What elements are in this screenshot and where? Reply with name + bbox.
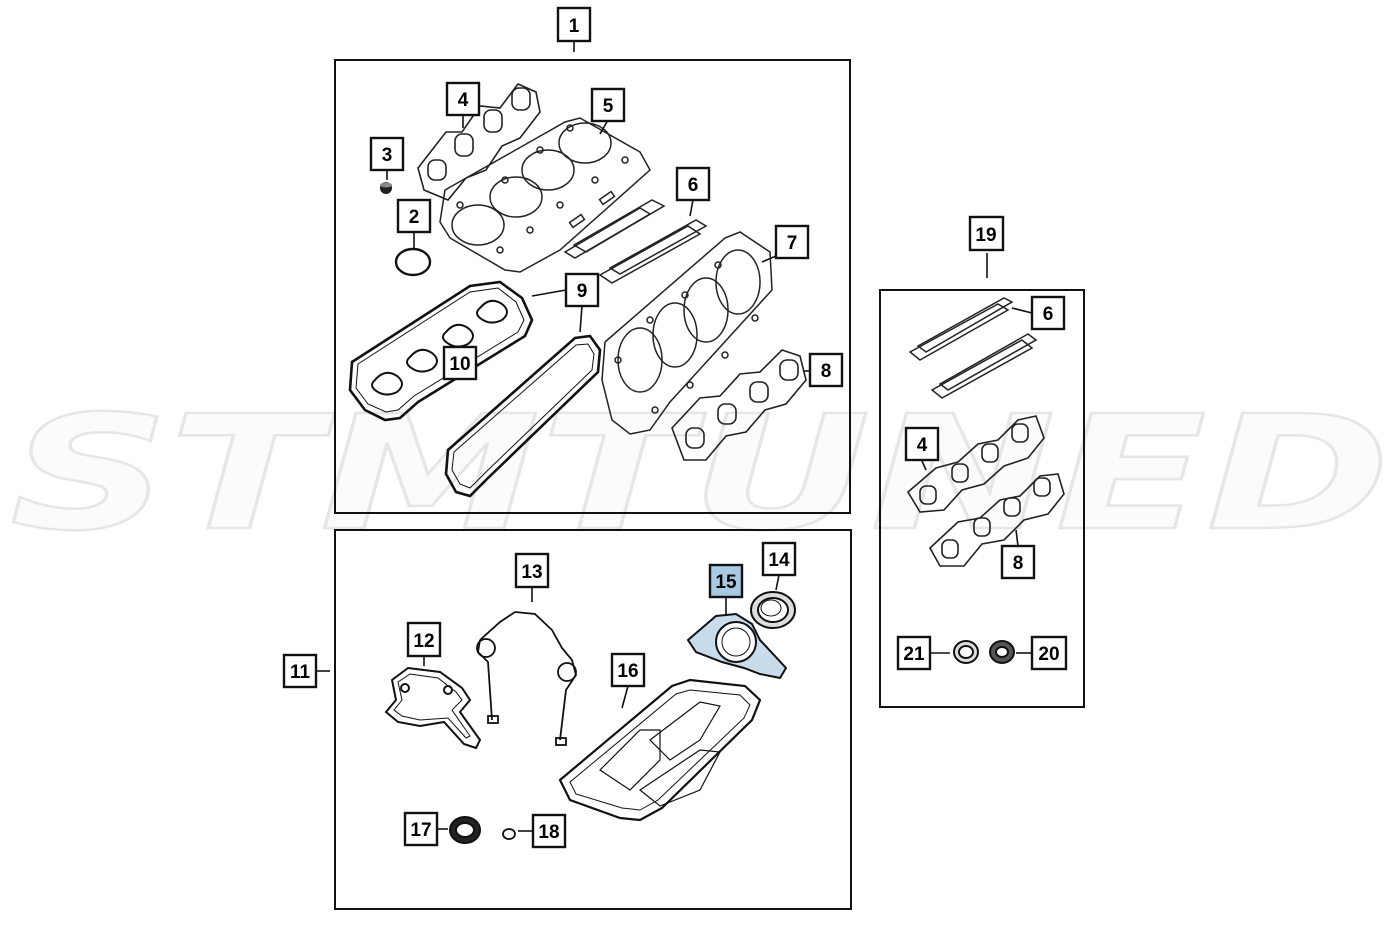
- o-ring-18[interactable]: [502, 828, 516, 840]
- callout-20[interactable]: 20: [1030, 635, 1068, 671]
- svg-text:7: 7: [787, 233, 798, 254]
- svg-text:2: 2: [409, 207, 420, 228]
- svg-text:19: 19: [975, 225, 996, 246]
- svg-text:17: 17: [410, 820, 431, 841]
- leader-lines: [316, 42, 1033, 832]
- callout-13[interactable]: 13: [514, 552, 550, 589]
- callout-7[interactable]: 7: [774, 224, 810, 260]
- exhaust-manifold-gasket-right-4[interactable]: [906, 415, 1045, 513]
- callout-12[interactable]: 12: [406, 621, 442, 658]
- spark-plug-tube-seals[interactable]: [371, 299, 508, 396]
- intake-gasket-strips-right[interactable]: [908, 297, 1038, 399]
- callout-17[interactable]: 17: [403, 811, 439, 847]
- watermark-text: STMTUNED: [10, 382, 1390, 566]
- callout-15-highlighted[interactable]: 15: [708, 563, 744, 599]
- svg-text:18: 18: [538, 822, 559, 843]
- svg-text:4: 4: [458, 90, 469, 111]
- callout-5[interactable]: 5: [590, 87, 626, 123]
- callout-11[interactable]: 11: [282, 653, 318, 689]
- front-crank-seal[interactable]: [449, 816, 481, 844]
- water-pump-gasket[interactable]: [384, 666, 482, 750]
- svg-text:15: 15: [715, 572, 737, 593]
- svg-text:13: 13: [521, 562, 542, 583]
- svg-text:21: 21: [903, 644, 925, 665]
- callout-9[interactable]: 9: [564, 272, 600, 308]
- o-ring-2[interactable]: [394, 247, 432, 277]
- valve-cover-gasket-right[interactable]: [444, 334, 602, 498]
- callout-3[interactable]: 3: [369, 136, 405, 172]
- svg-text:8: 8: [1013, 553, 1024, 574]
- svg-text:3: 3: [382, 145, 393, 166]
- callout-6-right[interactable]: 6: [1030, 295, 1066, 331]
- oil-pan-gasket[interactable]: [558, 678, 762, 822]
- svg-text:6: 6: [1043, 304, 1054, 325]
- callout-14[interactable]: 14: [761, 541, 797, 577]
- callout-21[interactable]: 21: [896, 635, 932, 671]
- exhaust-manifold-gasket-right-8[interactable]: [928, 473, 1065, 567]
- svg-text:20: 20: [1038, 644, 1059, 665]
- head-gasket-left[interactable]: [439, 117, 651, 273]
- svg-text:4: 4: [917, 435, 928, 456]
- svg-text:16: 16: [617, 661, 638, 682]
- rear-main-seal[interactable]: [750, 591, 796, 629]
- upper-gasket-set-frame: [334, 59, 851, 514]
- callout-6-upper[interactable]: 6: [675, 166, 711, 202]
- seal-21[interactable]: [953, 640, 979, 664]
- callout-4-upper[interactable]: 4: [445, 81, 481, 117]
- svg-text:14: 14: [768, 550, 790, 571]
- callout-18[interactable]: 18: [531, 813, 567, 849]
- manifold-gasket-set-frame: [879, 289, 1085, 708]
- svg-text:12: 12: [413, 631, 434, 652]
- exhaust-manifold-gasket-8-upper[interactable]: [671, 349, 807, 461]
- intake-gasket-strips-upper[interactable]: [563, 199, 708, 284]
- callout-19[interactable]: 19: [968, 215, 1005, 252]
- rear-main-seal-retainer-gasket[interactable]: [686, 612, 788, 680]
- callout-4-right[interactable]: 4: [904, 426, 940, 462]
- lower-gasket-set-frame: [334, 529, 852, 910]
- timing-cover-gasket[interactable]: [476, 611, 577, 746]
- svg-text:6: 6: [688, 175, 699, 196]
- exhaust-manifold-gasket-upper[interactable]: [417, 83, 541, 201]
- callout-8-right[interactable]: 8: [1000, 544, 1036, 580]
- callout-2[interactable]: 2: [396, 198, 432, 234]
- svg-text:8: 8: [821, 361, 832, 382]
- svg-text:11: 11: [290, 662, 311, 683]
- callout-10[interactable]: 10: [442, 345, 478, 381]
- svg-text:5: 5: [603, 96, 614, 117]
- callout-8-upper[interactable]: 8: [808, 352, 844, 388]
- svg-text:9: 9: [577, 281, 588, 302]
- callout-1[interactable]: 1: [556, 6, 592, 43]
- seal-20[interactable]: [989, 640, 1015, 664]
- head-gasket-right[interactable]: [601, 231, 773, 435]
- svg-text:1: 1: [569, 16, 580, 37]
- plug-3[interactable]: [380, 182, 392, 194]
- svg-text:10: 10: [449, 354, 470, 375]
- callout-16[interactable]: 16: [610, 652, 646, 688]
